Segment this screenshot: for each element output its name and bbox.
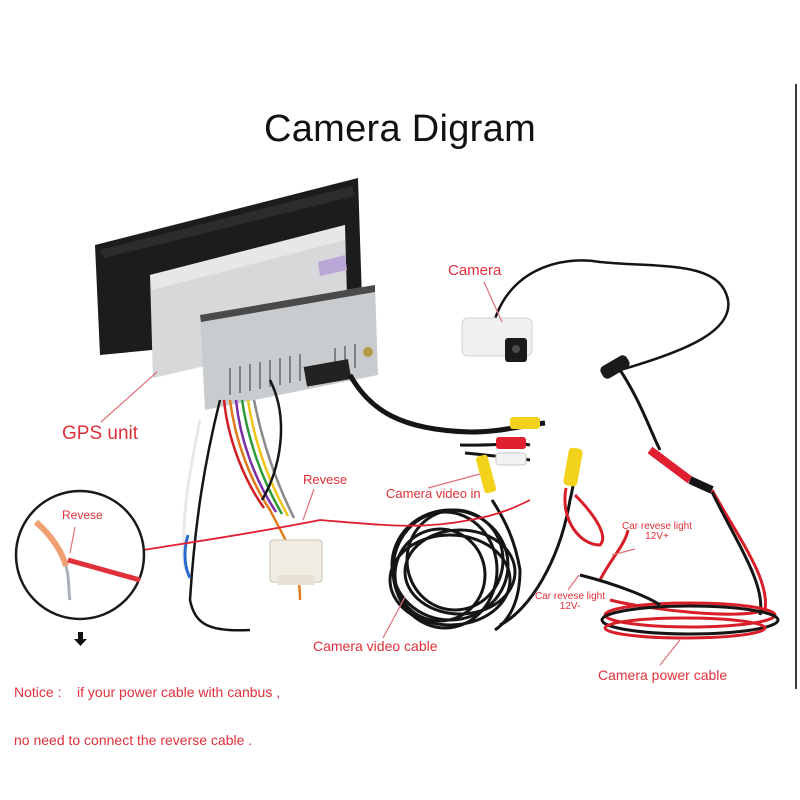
reverse-label: Revese	[303, 472, 348, 487]
rca-bundle-illustration	[347, 373, 546, 494]
gps-unit-label: GPS unit	[62, 423, 139, 444]
notice-text: Notice : if your power cable with canbus…	[14, 652, 280, 764]
wiring-harness-illustration	[182, 379, 302, 632]
camera-label: Camera	[448, 262, 502, 279]
camera-illustration	[461, 259, 730, 379]
diagram-title: Camera Digram	[263, 108, 537, 150]
camera-power-cable-label: Camera power cable	[598, 667, 728, 683]
down-arrow-icon	[74, 632, 87, 646]
right-border-line	[795, 84, 797, 689]
notice-line-2: no need to connect the reverse cable .	[14, 732, 253, 748]
car-reverse-light-positive-line2: 12V+	[645, 531, 669, 542]
car-reverse-light-negative-line2: 12V-	[559, 601, 581, 612]
leader-lines	[69, 281, 681, 666]
power-cable-illustration	[563, 369, 780, 640]
camera-video-cable-label: Camera video cable	[313, 638, 438, 654]
camera-video-in-label: Camera video in	[386, 486, 481, 501]
car-reverse-light-positive-line1: Car revese light	[621, 521, 693, 532]
car-reverse-light-positive-label: Car revese light 12V+	[612, 522, 702, 542]
gps-unit-illustration	[95, 178, 378, 410]
car-reverse-light-negative-line1: Car revese light	[534, 591, 606, 602]
inset-magnifier	[14, 489, 146, 621]
car-reverse-light-negative-label: Car revese light 12V-	[530, 592, 610, 612]
inset-reverse-label: Revese	[62, 508, 103, 522]
video-cable-coil-illustration	[388, 454, 580, 632]
notice-line-1: Notice : if your power cable with canbus…	[14, 684, 281, 700]
